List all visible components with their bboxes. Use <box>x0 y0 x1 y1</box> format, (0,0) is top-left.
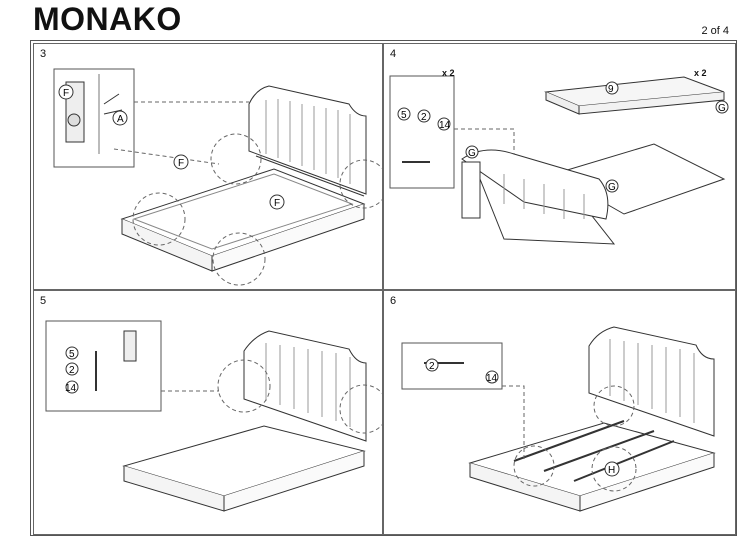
part-label-g: G <box>468 148 476 159</box>
quantity-label: x 2 <box>442 68 455 78</box>
part-label-14: 14 <box>439 120 451 131</box>
part-label-14: 14 <box>486 373 498 384</box>
step-3-illustration: F F F A <box>53 68 382 286</box>
step-4-illustration: 5 2 14 9 G G G <box>389 75 729 245</box>
part-label-5: 5 <box>69 349 75 360</box>
page-title: MONAKO <box>33 1 182 37</box>
part-label-5: 5 <box>401 110 407 121</box>
step-number: 4 <box>390 48 397 60</box>
part-label-f: F <box>274 198 280 209</box>
part-label-f: F <box>63 88 69 99</box>
step-5-illustration: 5 2 14 <box>45 320 382 512</box>
instruction-sheet: 3 <box>30 40 737 536</box>
part-label-h: H <box>608 465 615 476</box>
step-number: 6 <box>390 295 397 307</box>
part-label-2: 2 <box>421 112 427 123</box>
part-label-g: G <box>608 182 616 193</box>
part-label-g: G <box>718 103 726 114</box>
part-label-2: 2 <box>429 361 435 372</box>
part-label-9: 9 <box>608 84 614 95</box>
part-label-14: 14 <box>65 383 77 394</box>
step-6-panel: 6 <box>383 290 736 535</box>
step-4-panel: 4 <box>383 43 736 290</box>
step-number: 3 <box>40 48 47 60</box>
part-label-2: 2 <box>69 365 75 376</box>
part-label-f: F <box>178 158 184 169</box>
step-number: 5 <box>40 295 47 307</box>
quantity-label: x 2 <box>694 68 707 78</box>
part-label-a: A <box>117 114 124 125</box>
step-6-illustration: 2 14 H <box>401 326 716 512</box>
step-3-panel: 3 <box>33 43 383 290</box>
step-5-panel: 5 5 2 <box>33 290 383 535</box>
page-number: 2 of 4 <box>701 25 729 37</box>
